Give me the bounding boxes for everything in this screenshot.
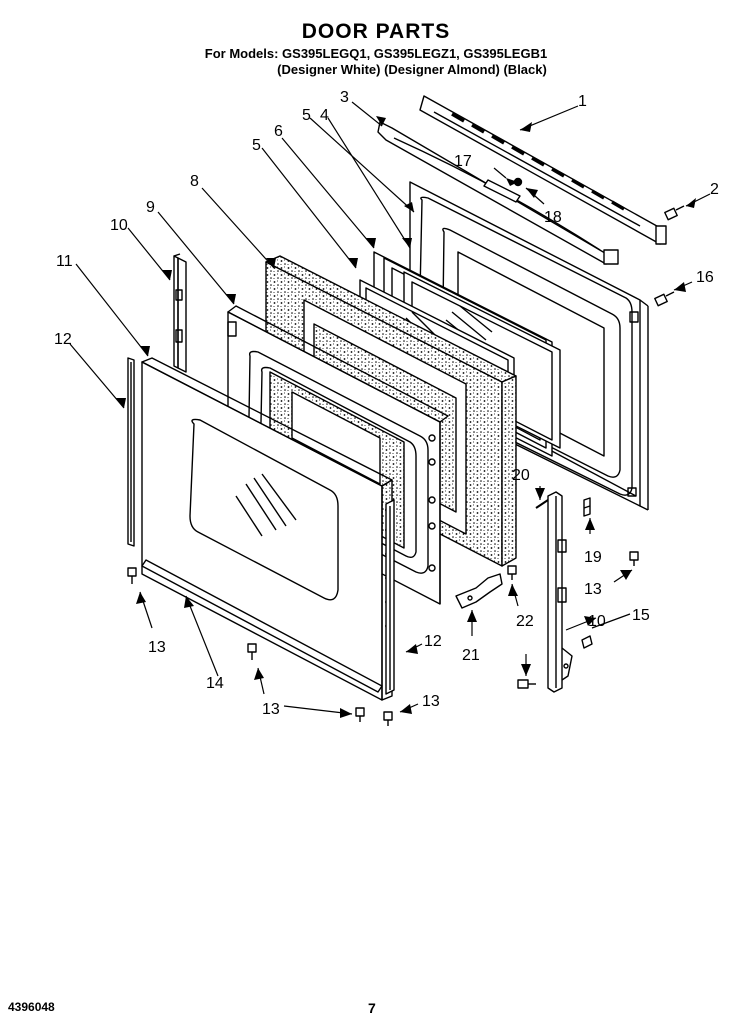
screw-16 [654,291,675,307]
part-clip-15 [581,635,593,649]
part-bracket-19 [583,497,591,517]
callout-18: 18 [544,209,562,226]
part-bottom-trim [141,559,383,693]
part-right-side-trim [385,499,395,695]
callout-5-lower: 5 [252,137,261,154]
callout-13-left: 13 [148,639,166,656]
callout-1: 1 [578,93,587,110]
callout-12-right: 12 [424,633,442,650]
callout-14: 14 [206,675,224,692]
part-left-side-trim [127,357,135,547]
color-variants-line: (Designer White) (Designer Almond) (Blac… [277,62,547,77]
callout-labels: 1 2 3 4 5 6 5 8 9 10 11 12 13 14 13 13 1… [54,89,719,718]
callout-5-upper: 5 [302,107,311,124]
callout-15: 15 [632,607,650,624]
callout-20: 20 [512,467,530,484]
screw-2 [664,205,685,221]
callout-10-left: 10 [110,217,128,234]
callout-17: 17 [454,153,472,170]
callout-11: 11 [56,253,73,270]
leader-lines [69,101,711,715]
leader-arrowheads [116,116,696,718]
callout-19: 19 [584,549,602,566]
screw-22-a [507,565,517,580]
callout-13-right: 13 [584,581,602,598]
callout-16: 16 [696,269,714,286]
part-top-trim-vent [419,95,667,245]
screw-13-d [383,711,393,726]
part-clip-17 [483,179,521,203]
callout-13-right-bottom: 13 [422,693,440,710]
callout-9: 9 [146,199,155,216]
part-right-hinge-channel [547,491,573,693]
models-line: For Models: GS395LEGQ1, GS395LEGZ1, GS39… [204,46,548,61]
part-left-hinge-channel [173,253,187,373]
callout-10-right: 10 [588,613,606,630]
callout-12-left: 12 [54,331,72,348]
callout-13-bottom: 13 [262,701,280,718]
page-title: DOOR PARTS [301,20,451,43]
part-hinge-bracket [455,573,503,609]
callout-6: 6 [274,123,283,140]
callout-3: 3 [340,89,349,106]
callout-2: 2 [710,181,719,198]
callout-21: 21 [462,647,480,664]
callout-22: 22 [516,613,534,630]
screw-13-b [247,643,257,660]
screw-13-e [629,551,639,566]
document-number: 4396048 [8,1000,55,1014]
screw-13-c [355,707,365,722]
part-screws [127,205,685,726]
callout-8: 8 [190,173,199,190]
screw-22-b [517,679,536,689]
part-screw-20 [535,499,549,509]
page-number: 7 [368,1000,376,1016]
callout-4: 4 [320,107,329,124]
screw-13-a [127,567,137,584]
